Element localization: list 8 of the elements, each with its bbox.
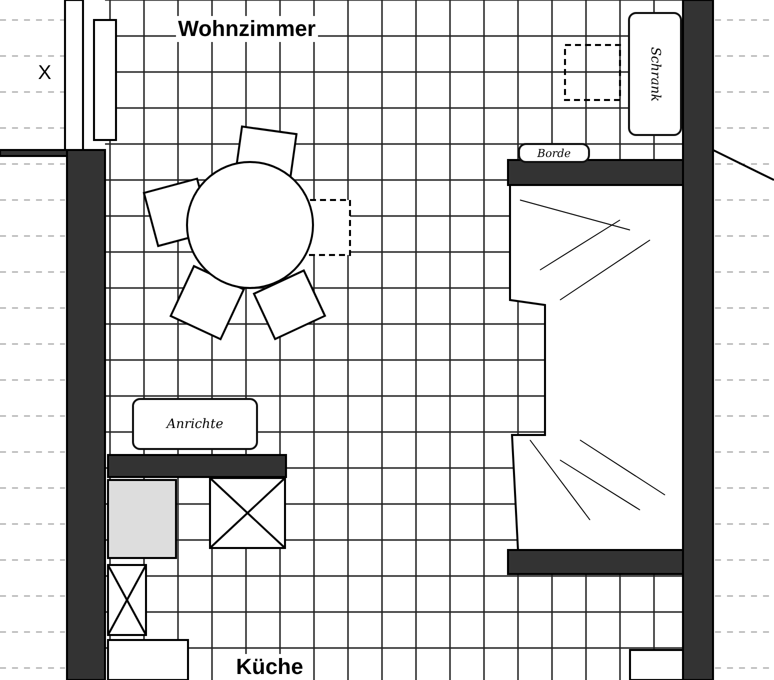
room-label: Küche	[234, 654, 306, 680]
room-label: Wohnzimmer	[176, 16, 318, 42]
sideboard-box	[132, 398, 258, 450]
furniture-label: Schrank	[648, 46, 662, 102]
shelf-box	[518, 143, 590, 163]
furniture-label: Borde	[537, 146, 571, 160]
cupboard-box	[628, 12, 682, 136]
furniture-label: Anrichte	[166, 416, 224, 432]
